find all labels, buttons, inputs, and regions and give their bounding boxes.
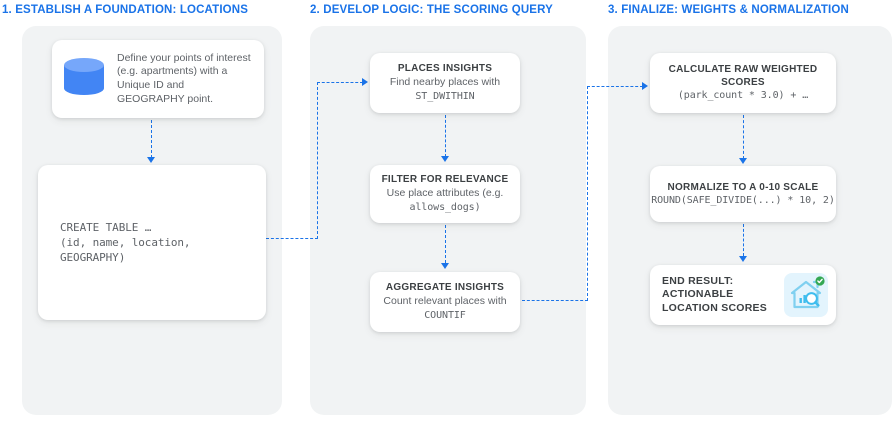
database-cylinder-icon: [64, 58, 104, 100]
card-filter-code: allows_dogs): [409, 201, 481, 213]
card-normalize-code: ROUND(SAFE_DIVIDE(...) * 10, 2): [651, 194, 835, 206]
card-aggregate-insights[interactable]: AGGREGATE INSIGHTS Count relevant places…: [370, 272, 520, 332]
connector-arrow-places-to-filter: [441, 156, 449, 162]
column-heading-logic: 2. DEVELOP LOGIC: THE SCORING QUERY: [310, 4, 553, 16]
card-aggregate-code: COUNTIF: [424, 309, 466, 321]
column-heading-finalize: 3. FINALIZE: WEIGHTS & NORMALIZATION: [608, 4, 849, 16]
create-table-code-line-2: (id, name, location,: [60, 236, 191, 249]
card-places-insights-code: ST_DWITHIN: [415, 90, 475, 102]
connector-arrow-aggregate-to-calc: [642, 82, 648, 90]
connector-arrow-filter-to-aggregate: [441, 263, 449, 269]
create-table-code-line-1: CREATE TABLE …: [60, 221, 152, 234]
card-filter-for-relevance[interactable]: FILTER FOR RELEVANCE Use place attribute…: [370, 165, 520, 223]
card-filter-subtitle: Use place attributes (e.g.: [386, 187, 504, 200]
card-define-body: Define your points of interest (e.g. apa…: [117, 51, 251, 105]
house-analytics-result-icon: [784, 273, 828, 317]
connector-arrow-define-to-create: [147, 157, 155, 163]
create-table-code-line-3: GEOGRAPHY): [60, 251, 126, 264]
card-normalize-scale[interactable]: NORMALIZE TO A 0-10 SCALE ROUND(SAFE_DIV…: [650, 166, 836, 222]
card-create-table[interactable]: CREATE TABLE … (id, name, location, GEOG…: [38, 165, 266, 320]
card-aggregate-title: AGGREGATE INSIGHTS: [385, 282, 505, 294]
connector-aggregate-to-calc-v: [587, 86, 588, 301]
column-heading-foundation: 1. ESTABLISH A FOUNDATION: LOCATIONS: [2, 4, 249, 16]
card-places-insights-subtitle: Find nearby places with: [389, 76, 501, 89]
connector-arrow-calc-to-normalize: [739, 158, 747, 164]
card-calculate-raw-weighted-scores[interactable]: CALCULATE RAW WEIGHTED SCORES (park_coun…: [650, 53, 836, 113]
card-places-insights-title: PLACES INSIGHTS: [397, 63, 493, 75]
card-calc-title: CALCULATE RAW WEIGHTED SCORES: [668, 64, 818, 88]
card-places-insights[interactable]: PLACES INSIGHTS Find nearby places with …: [370, 53, 520, 113]
card-filter-title: FILTER FOR RELEVANCE: [381, 174, 509, 186]
card-aggregate-subtitle: Count relevant places with: [383, 295, 507, 308]
card-normalize-title: NORMALIZE TO A 0-10 SCALE: [667, 181, 819, 193]
connector-arrow-normalize-to-end: [739, 256, 747, 262]
card-calc-code: (park_count * 3.0) + …: [677, 90, 809, 101]
card-end-result-text: END RESULT: ACTIONABLE LOCATION SCORES: [662, 274, 768, 314]
card-end-result[interactable]: END RESULT: ACTIONABLE LOCATION SCORES: [650, 265, 836, 325]
card-define-points-of-interest[interactable]: Define your points of interest (e.g. apa…: [52, 40, 264, 118]
connector-arrow-create-to-places: [362, 78, 368, 86]
